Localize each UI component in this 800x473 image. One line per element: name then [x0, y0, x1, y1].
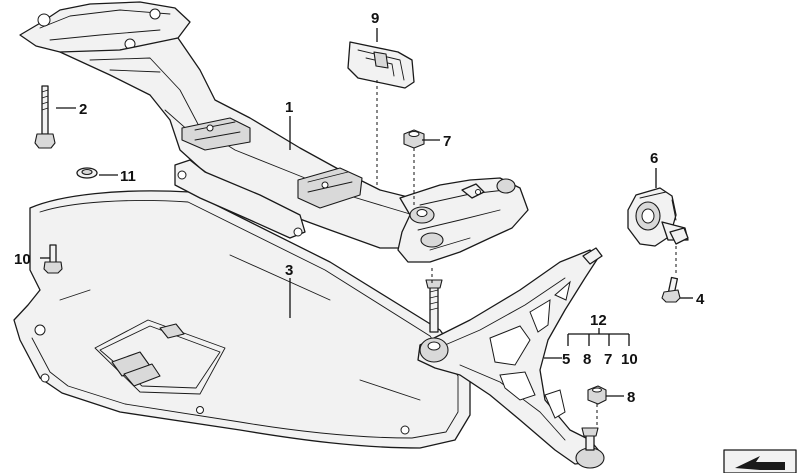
hex-bolt-part-2 — [34, 85, 56, 149]
hex-bolt-part-10 — [43, 244, 63, 274]
callout-2: 2 — [79, 101, 87, 118]
callout-7-group: 7 — [604, 351, 612, 368]
rubber-mounting-part — [627, 187, 689, 247]
self-locking-nut-part-8 — [587, 385, 607, 405]
callout-8-nut: 8 — [627, 389, 635, 406]
callout-1: 1 — [285, 99, 293, 116]
callout-12: 12 — [590, 312, 607, 329]
washer-part — [76, 167, 98, 179]
callout-7-top: 7 — [443, 133, 451, 150]
callout-5: 5 — [562, 351, 570, 368]
reinforcement-plate-part — [13, 190, 471, 449]
holder-part — [347, 41, 415, 89]
callout-6: 6 — [650, 150, 658, 167]
callout-3: 3 — [285, 262, 293, 279]
leader-lines — [40, 28, 693, 428]
hex-bolt-part-4 — [661, 276, 681, 303]
orientation-arrow-icon — [723, 449, 797, 473]
callout-10-group: 10 — [621, 351, 638, 368]
callout-9: 9 — [371, 10, 379, 27]
callout-8-group: 8 — [583, 351, 591, 368]
self-locking-nut-part-7 — [403, 129, 425, 149]
front-axle-carrier-part — [19, 1, 529, 263]
callouts: 1 2 3 4 5 6 7 7 8 8 9 10 10 11 12 — [14, 10, 705, 406]
callout-11: 11 — [120, 168, 136, 185]
callout-4: 4 — [696, 291, 705, 308]
wishbone-part — [417, 247, 605, 469]
callout-10-bolt: 10 — [14, 251, 31, 268]
